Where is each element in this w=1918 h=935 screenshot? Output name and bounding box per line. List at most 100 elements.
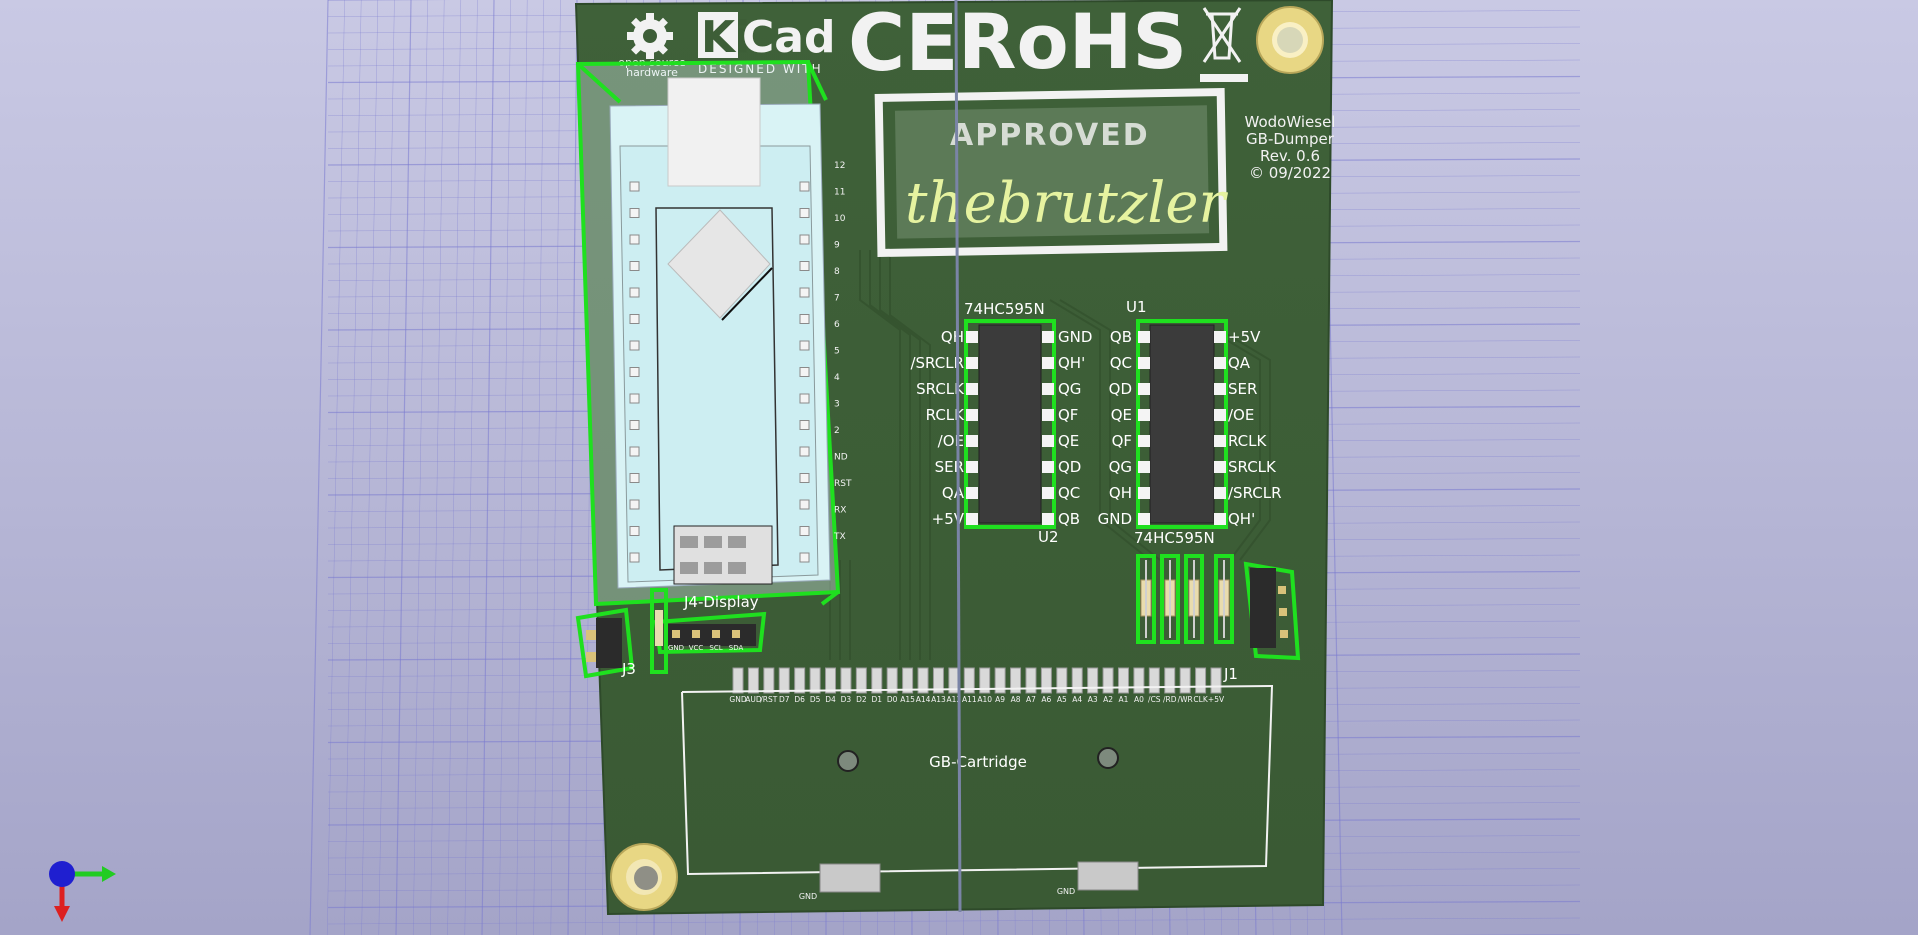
grid-line-v — [378, 0, 395, 935]
ic-pin-label-right: SER — [1228, 380, 1257, 398]
ic-pin-label-left: QB — [1110, 328, 1132, 346]
grid-line-v — [395, 0, 412, 935]
resistor-outline — [1184, 554, 1204, 644]
grid-line-v — [464, 0, 478, 935]
edge-pad — [1040, 667, 1052, 694]
oshw-line2: hardware — [626, 66, 678, 79]
grid-line-v — [344, 0, 362, 935]
mcu-pad — [799, 526, 810, 536]
j4-pin-label: SDA — [729, 644, 744, 652]
ic-pin-label-right: QH' — [1058, 354, 1085, 372]
cartridge-pin-label: /RD — [1163, 695, 1177, 704]
ic-pin-label-right: QA — [1228, 354, 1251, 372]
cartridge-edge-connector[interactable] — [732, 667, 1222, 694]
mcu-pad — [799, 420, 810, 430]
mcu-pin-label: RX — [834, 506, 846, 516]
ic-pin — [1214, 487, 1226, 499]
ic-pin-label-right: /OE — [1228, 406, 1254, 424]
mcu-pad — [629, 208, 640, 218]
cartridge-pin-label: A9 — [995, 695, 1005, 704]
cartridge-pin-label: A13 — [931, 695, 946, 704]
edge-pad — [1102, 667, 1114, 694]
info-line2: GB-Dumper — [1246, 130, 1335, 148]
cartridge-pin-label: CLK — [1193, 695, 1208, 704]
edge-pad — [1164, 667, 1176, 694]
edge-pad — [1179, 667, 1191, 694]
mcu-pad — [799, 473, 810, 483]
ic-pin — [1214, 383, 1226, 395]
ic-pin — [966, 357, 978, 369]
grid-line-v — [533, 0, 545, 935]
kicad-ki: Ki — [701, 12, 750, 63]
ic-pin-label-right: +5V — [1228, 328, 1261, 346]
cartridge-pin-label: A10 — [977, 695, 992, 704]
mcu-pad — [629, 340, 640, 351]
cartridge-pin-label: /WR — [1178, 695, 1193, 704]
edge-pad — [809, 667, 821, 694]
info-line3: Rev. 0.6 — [1260, 147, 1320, 165]
edge-pad — [871, 667, 883, 694]
u1-ref-label: U1 — [1126, 298, 1147, 316]
edge-pad — [747, 667, 759, 694]
edge-pad — [794, 667, 806, 694]
grid-line-v — [550, 0, 561, 935]
cartridge-pin-label: A5 — [1057, 695, 1067, 704]
kicad-sub: DESIGNED WITH — [698, 62, 823, 76]
edge-pad — [979, 667, 991, 694]
resistor-array[interactable] — [1136, 554, 1234, 644]
ic-pin — [1042, 331, 1054, 343]
cartridge-pin-label: D2 — [856, 695, 867, 704]
mcu-pad — [629, 446, 640, 457]
edge-pad — [886, 667, 898, 694]
connector-right[interactable] — [1243, 561, 1301, 661]
grid-line-h — [327, 917, 1581, 925]
grid-line-v — [430, 0, 445, 935]
ic-pin-label-right: RCLK — [1228, 432, 1268, 450]
mcu-pad — [799, 367, 810, 377]
resistor-outline — [1160, 554, 1180, 644]
mcu-pin-label: 9 — [834, 241, 840, 251]
cartridge-pin-label: A6 — [1041, 695, 1051, 704]
ic-pin — [1042, 487, 1054, 499]
mcu-pad — [799, 393, 810, 404]
cartridge-pin-label: A14 — [916, 695, 931, 704]
mcu-pin-label: 3 — [834, 400, 840, 410]
ic-pin-label-right: GND — [1058, 328, 1092, 346]
grid-line-v — [516, 0, 528, 935]
mcu-pad — [629, 314, 640, 324]
ic-pin-label-left: QC — [1110, 354, 1132, 372]
ic-pin-label-left: +5V — [932, 510, 965, 528]
mcu-pin-label: RST — [834, 479, 852, 489]
gnd-left-label: GND — [799, 892, 817, 901]
ic-pin — [1214, 461, 1226, 473]
grid-line-v — [498, 0, 511, 935]
ic-pin-label-right: /SRCLR — [1228, 484, 1282, 502]
cartridge-label: GB-Cartridge — [929, 753, 1027, 771]
edge-pad — [1148, 667, 1160, 694]
ic-pin — [966, 409, 978, 421]
edge-pad — [1056, 667, 1068, 694]
mcu-pin-label: 10 — [834, 214, 846, 224]
edge-pad — [763, 667, 775, 694]
edge-pad — [855, 667, 867, 694]
cartridge-pin-label: D3 — [841, 695, 852, 704]
approved-stamp: APPROVED thebrutzler — [874, 87, 1228, 258]
mcu-pin-label: 5 — [834, 347, 840, 357]
grid-line-v — [412, 0, 428, 935]
gnd-right-label: GND — [1057, 887, 1075, 896]
mcu-pad — [629, 181, 640, 192]
mcu-pin-label: 12 — [834, 161, 845, 171]
j3-connector[interactable]: J3 — [575, 607, 636, 679]
mcu-pad — [799, 552, 810, 563]
grid-line-v — [567, 0, 578, 935]
ic-pin-label-left: SRCLK — [916, 380, 965, 398]
section-line — [954, 0, 962, 913]
ce-mark: CE — [848, 0, 959, 89]
ic-pin-label-right: QG — [1058, 380, 1081, 398]
j3-ref-label: J3 — [621, 660, 636, 678]
